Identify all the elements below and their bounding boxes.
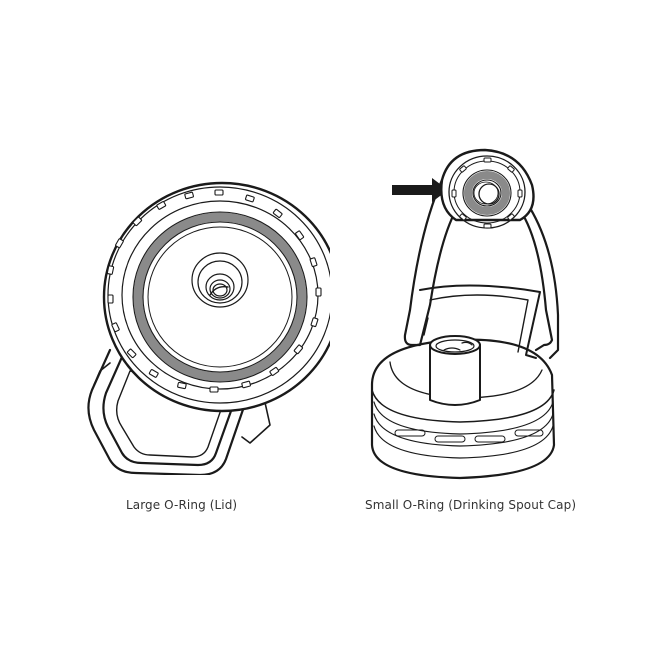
large-o-ring (132, 211, 308, 383)
base-grip-slots (394, 429, 544, 443)
spout (429, 335, 481, 406)
cap-notches (451, 157, 523, 229)
arrow-icon (392, 178, 448, 202)
caption-large-o-ring: Large O-Ring (Lid) (126, 498, 238, 512)
small-o-ring (462, 169, 512, 217)
lid-spout (191, 252, 249, 308)
large-o-ring-illustration (70, 175, 330, 475)
small-o-ring-illustration (360, 140, 600, 480)
handle (403, 178, 560, 360)
caption-small-o-ring: Small O-Ring (Drinking Spout Cap) (365, 498, 577, 512)
spout-cap (440, 148, 535, 229)
